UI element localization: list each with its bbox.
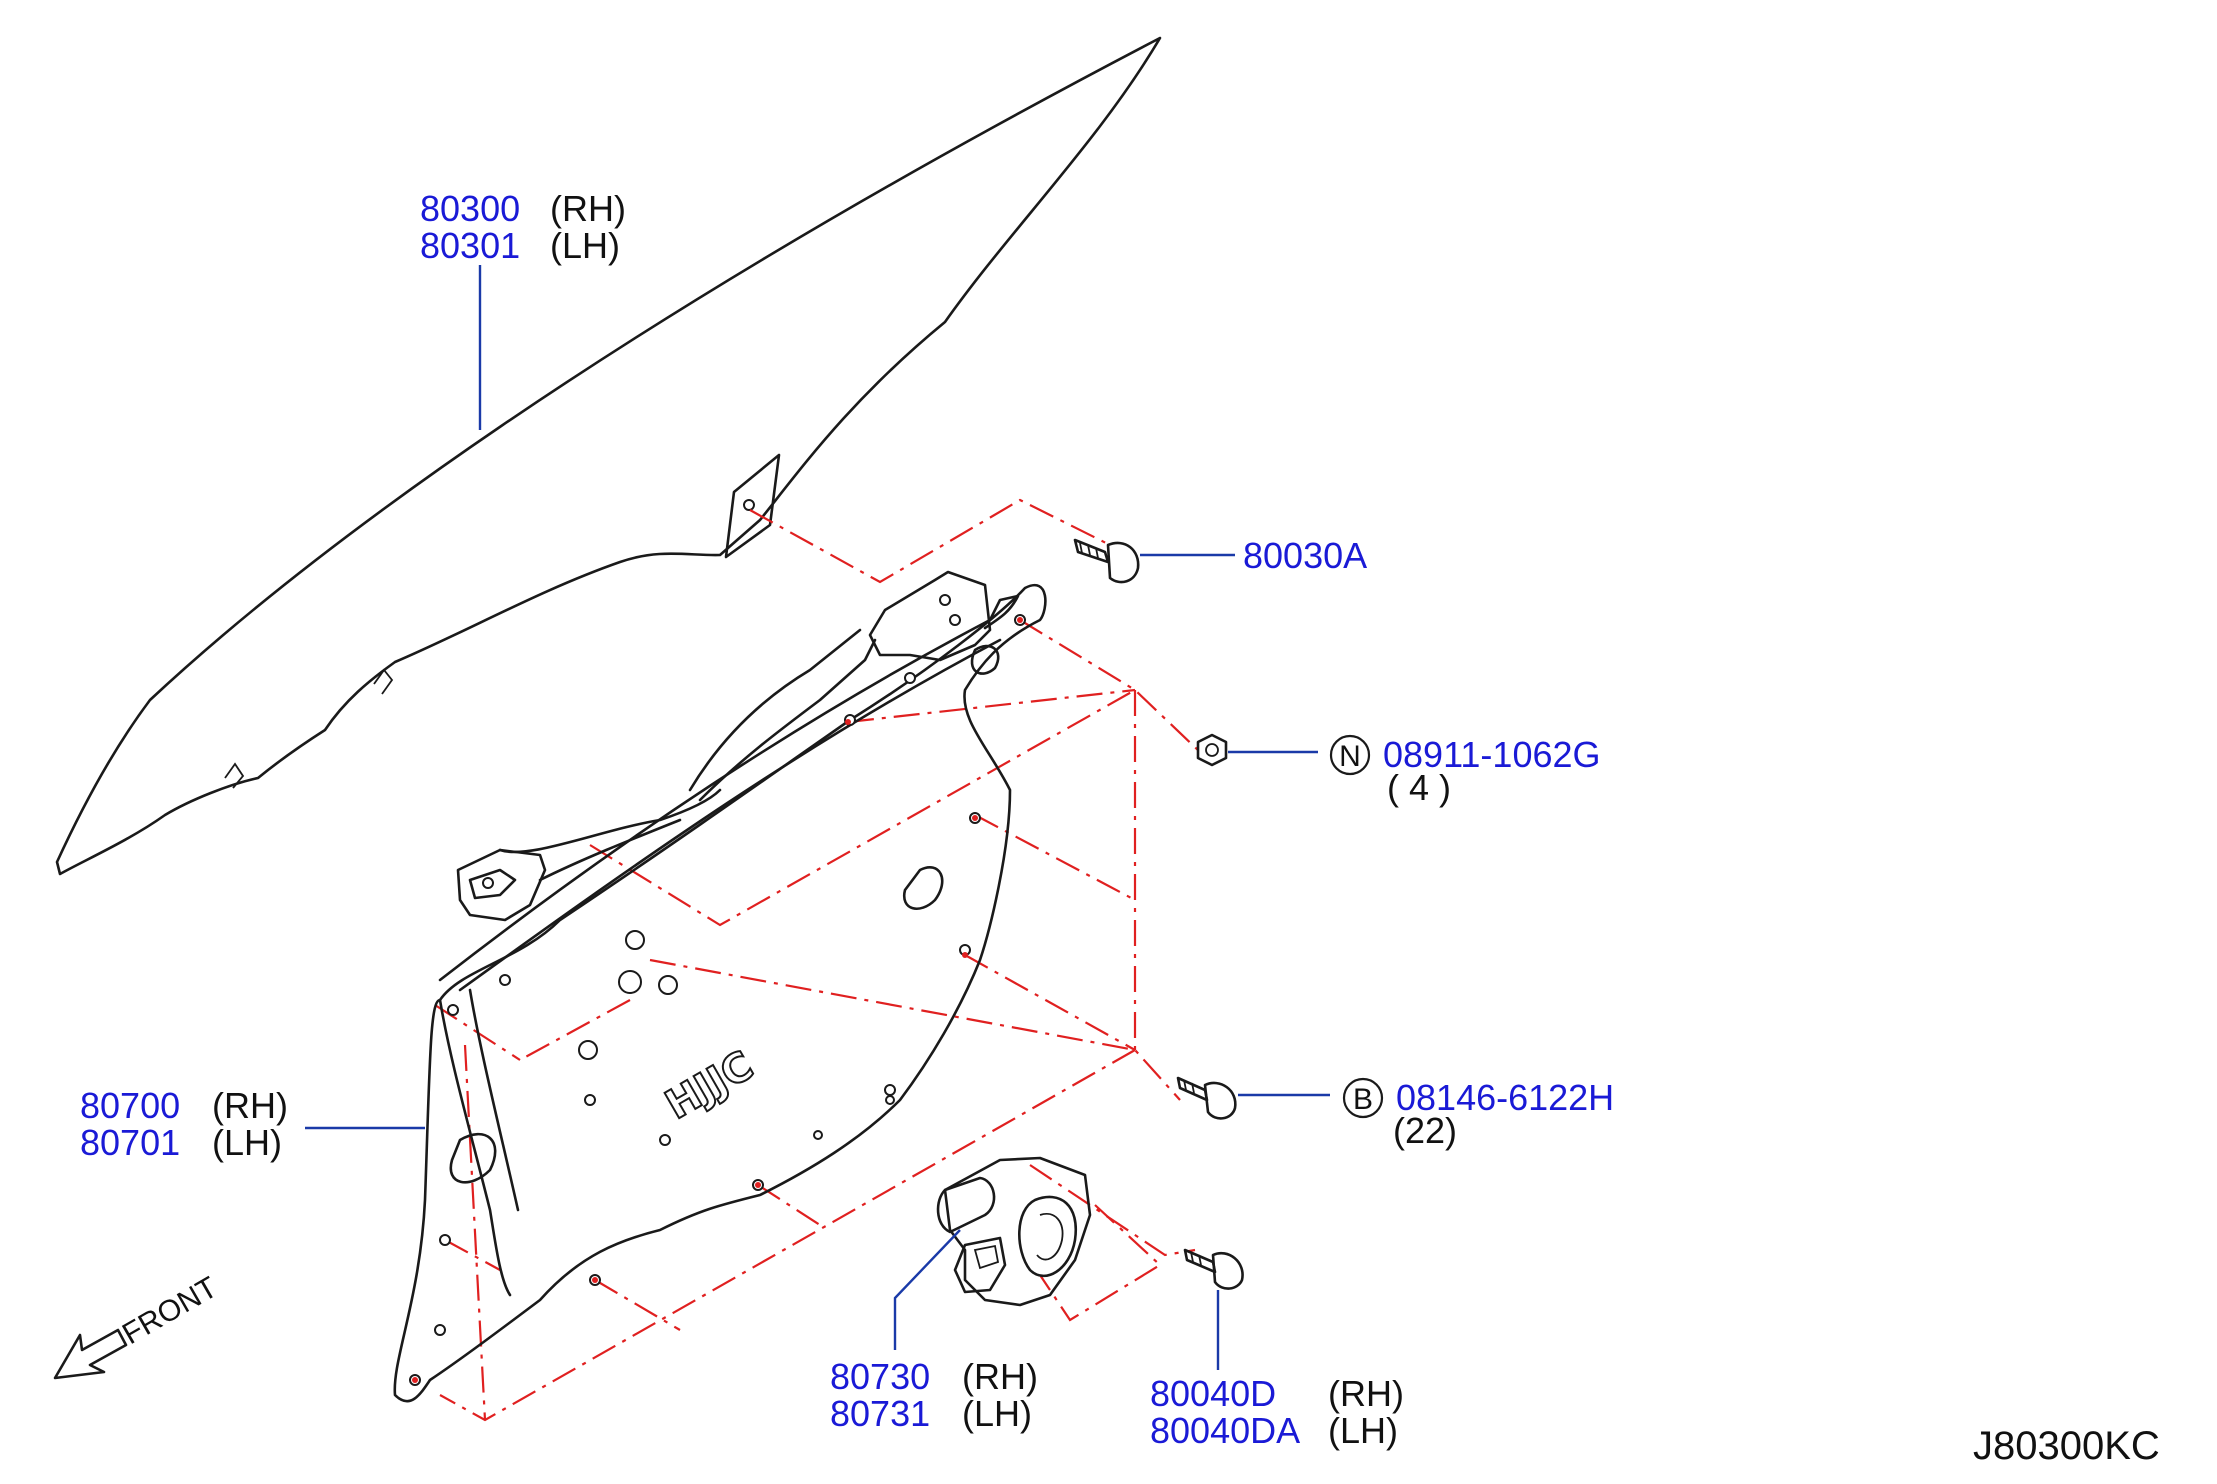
nut — [1196, 733, 1228, 767]
motor-screw-lh-side: (LH) — [1328, 1410, 1398, 1451]
motor-screw-rh-side: (RH) — [1328, 1373, 1404, 1414]
nut-qty: ( 4 ) — [1387, 767, 1451, 808]
callout-glass-bolt: 80030A — [1243, 535, 1367, 576]
nut-symbol: N — [1339, 740, 1361, 773]
callout-glass: 80300 (RH) 80301 (LH) — [420, 188, 626, 266]
alignment-lines — [434, 498, 1201, 1422]
callout-nut: N 08911-1062G ( 4 ) — [1329, 734, 1601, 808]
regulator-rh-side: (RH) — [212, 1085, 288, 1126]
bolt-b — [1176, 1076, 1237, 1120]
door-glass — [55, 36, 1162, 876]
motor-lh-side: (LH) — [962, 1393, 1032, 1434]
regulator-lh-side: (LH) — [212, 1122, 282, 1163]
leader-lines — [305, 265, 1330, 1370]
callout-motor-screw: 80040D (RH) 80040DA (LH) — [1150, 1373, 1404, 1451]
nut-symbol-circle — [1329, 734, 1371, 776]
regulator-motor — [936, 1156, 1092, 1307]
motor-rh-side: (RH) — [962, 1356, 1038, 1397]
motor-screw-rh-part: 80040D — [1150, 1373, 1276, 1414]
callout-motor: 80730 (RH) 80731 (LH) — [830, 1356, 1038, 1434]
glass-rh-side: (RH) — [550, 188, 626, 229]
drawing-code: J80300KC — [1973, 1424, 2160, 1468]
module-marking: HJJC — [658, 1043, 761, 1129]
regulator-lh-part: 80701 — [80, 1122, 180, 1163]
glass-bolt — [1073, 538, 1140, 584]
glass-lh-side: (LH) — [550, 225, 620, 266]
front-indicator: FRONT — [53, 1271, 223, 1380]
motor-screw-lh-part: 80040DA — [1150, 1410, 1300, 1451]
motor-screw — [1183, 1248, 1244, 1290]
callout-regulator: 80700 (RH) 80701 (LH) — [80, 1085, 288, 1163]
front-label: FRONT — [117, 1271, 223, 1351]
glass-bolt-part: 80030A — [1243, 535, 1367, 576]
glass-rh-part: 80300 — [420, 188, 520, 229]
glass-lh-part: 80301 — [420, 225, 520, 266]
window-regulator-module: HJJC — [393, 570, 1047, 1403]
motor-lh-part: 80731 — [830, 1393, 930, 1434]
bolt-qty: (22) — [1393, 1110, 1457, 1151]
regulator-rh-part: 80700 — [80, 1085, 180, 1126]
motor-rh-part: 80730 — [830, 1356, 930, 1397]
callout-bolt-b: B 08146-6122H (22) — [1342, 1077, 1614, 1151]
bolt-symbol-circle — [1342, 1077, 1384, 1119]
bolt-part: 08146-6122H — [1396, 1077, 1614, 1118]
nut-part: 08911-1062G — [1383, 734, 1601, 775]
front-arrow-icon — [53, 1328, 128, 1380]
bolt-symbol: B — [1353, 1083, 1373, 1116]
